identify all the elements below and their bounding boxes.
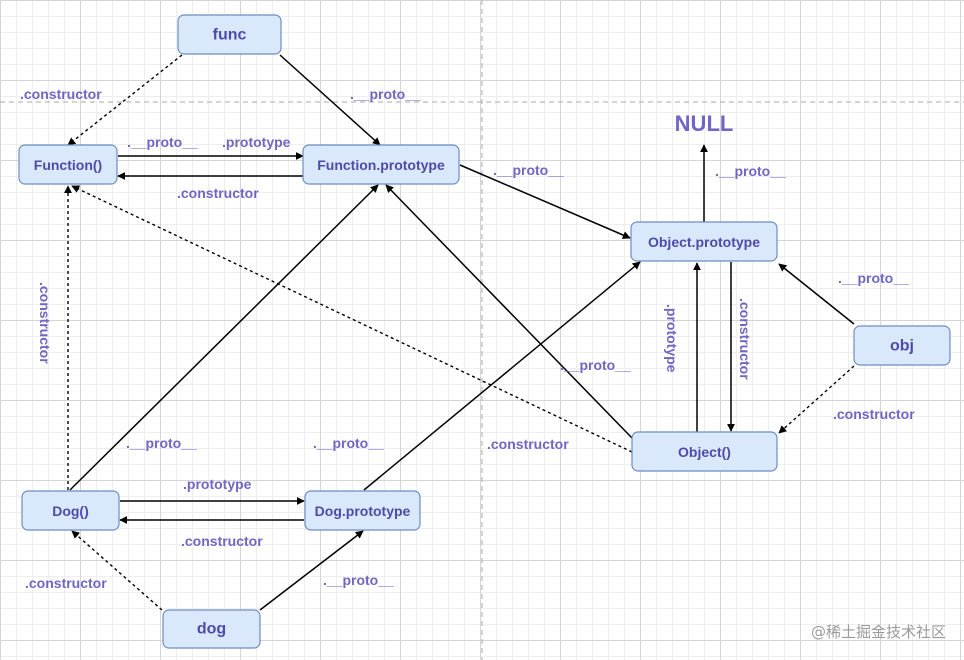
label-object-ctor-constructor: .constructor (487, 436, 569, 452)
label-dog-constructor: .constructor (25, 575, 107, 591)
label-function-ctor-prototype: .prototype (222, 134, 291, 150)
label-dog-ctor-constructor: .constructor (37, 282, 53, 364)
edge-obj-to-object-prototype (778, 263, 855, 325)
label-dog-prototype-proto: .__proto__ (313, 435, 384, 451)
node-function-prototype: Function.prototype (302, 144, 460, 185)
node-dog-ctor-label: Dog() (52, 503, 89, 519)
node-dog-prototype: Dog.prototype (304, 490, 421, 531)
label-dog-ctor-proto: .__proto__ (126, 435, 197, 451)
node-dog-prototype-label: Dog.prototype (315, 503, 411, 519)
node-object-prototype: Object.prototype (630, 221, 778, 262)
node-dog-label: dog (197, 621, 226, 638)
edge-dog-to-dog-ctor (71, 530, 163, 611)
label-object-prototype-proto: .__proto__ (715, 163, 786, 179)
watermark: @稀土掘金技术社区 (810, 623, 946, 641)
edge-dog-prototype-to-object-prototype (363, 261, 641, 491)
node-function-prototype-label: Function.prototype (317, 157, 445, 173)
node-object-prototype-label: Object.prototype (648, 234, 760, 250)
edge-obj-to-object-ctor (778, 365, 855, 434)
label-obj-constructor: .constructor (833, 406, 915, 422)
edge-object-ctor-to-function-ctor (71, 185, 633, 453)
edge-function-prototype-to-object-prototype (459, 164, 631, 239)
label-obj-proto: .__proto__ (838, 270, 909, 286)
null-label: NULL (675, 111, 734, 136)
label-function-ctor-proto: .__proto__ (127, 134, 198, 150)
node-obj: obj (853, 325, 951, 366)
edge-func-to-function-prototype (279, 54, 381, 146)
label-object-ctor-prototype: .prototype (664, 304, 680, 373)
label-object-ctor-proto: .__proto__ (560, 357, 631, 373)
label-function-prototype-constructor: .constructor (177, 185, 259, 201)
label-dog-proto: .__proto__ (323, 572, 394, 588)
label-dog-ctor-prototype: .prototype (183, 476, 252, 492)
node-func-label: func (213, 27, 247, 44)
label-function-prototype-proto: .__proto__ (493, 162, 564, 178)
label-object-prototype-constructor: .constructor (737, 298, 753, 380)
label-dog-prototype-constructor: .constructor (181, 533, 263, 549)
edge-dog-to-dog-prototype (259, 530, 364, 611)
edge-object-ctor-to-function-prototype (385, 184, 633, 439)
node-function-ctor-label: Function() (34, 157, 102, 173)
node-dog: dog (162, 609, 261, 649)
node-object-ctor-label: Object() (678, 444, 731, 460)
label-func-proto: .__proto__ (350, 86, 421, 102)
node-object-ctor: Object() (631, 431, 778, 472)
node-func: func (177, 14, 282, 55)
label-func-constructor: .constructor (20, 86, 102, 102)
edge-dog-ctor-to-function-prototype (69, 184, 379, 491)
node-dog-ctor: Dog() (21, 490, 120, 531)
node-function-ctor: Function() (18, 144, 118, 185)
node-obj-label: obj (890, 338, 914, 355)
edge-func-to-function-ctor (67, 54, 183, 146)
